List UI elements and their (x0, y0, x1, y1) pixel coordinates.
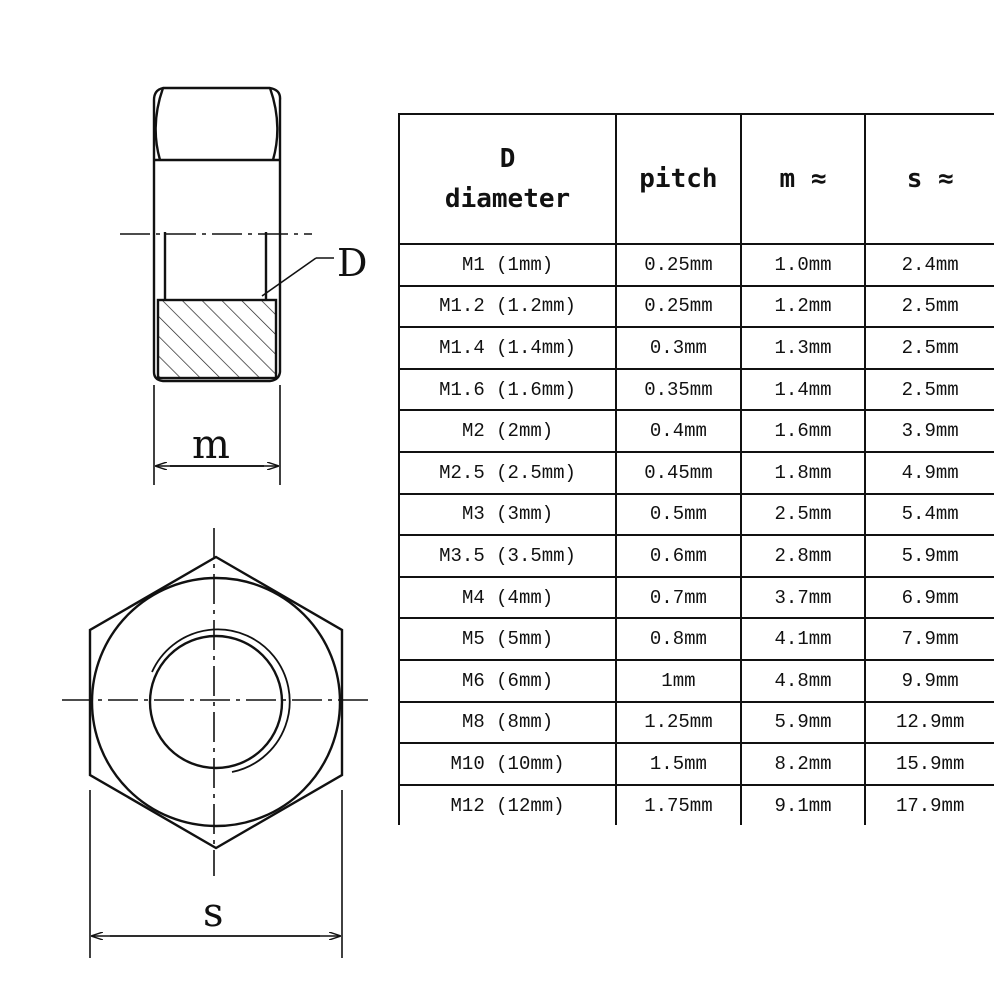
cell-m: 1.0mm (739, 243, 867, 287)
cell-pitch: 1.5mm (615, 742, 742, 786)
cell-pitch: 0.8mm (615, 617, 742, 661)
cell-s: 3.9mm (864, 409, 994, 453)
header-m: m ≈ (739, 113, 867, 245)
cell-diameter: M12 (12mm) (397, 783, 618, 826)
cell-m: 4.8mm (739, 658, 867, 703)
header-s: s ≈ (864, 113, 994, 245)
cell-s: 7.9mm (864, 617, 994, 661)
cell-s: 5.9mm (864, 534, 994, 578)
nut-side-outline (152, 86, 282, 383)
nut-side-view (120, 86, 334, 383)
cell-diameter: M1.6 (1.6mm) (397, 367, 618, 412)
cell-s: 2.4mm (864, 243, 994, 287)
cell-pitch: 1mm (615, 658, 742, 703)
cell-s: 6.9mm (864, 575, 994, 620)
cell-diameter: M1.2 (1.2mm) (397, 284, 618, 329)
cell-pitch: 0.3mm (615, 326, 742, 370)
cell-m: 3.7mm (739, 575, 867, 620)
cell-pitch: 0.5mm (615, 492, 742, 537)
nut-side-chamfer-curve-right (268, 87, 279, 161)
cell-s: 4.9mm (864, 450, 994, 495)
cell-s: 17.9mm (864, 783, 994, 826)
cell-diameter: M3 (3mm) (397, 492, 618, 537)
s-dimension (89, 790, 343, 958)
header-diameter-line2: diameter (444, 184, 571, 214)
d-leader-line (261, 257, 317, 297)
cell-s: 12.9mm (864, 700, 994, 745)
cell-diameter: M10 (10mm) (397, 742, 618, 786)
cell-m: 4.1mm (739, 617, 867, 661)
cell-diameter: M6 (6mm) (397, 658, 618, 703)
header-diameter-line1: D (499, 144, 516, 174)
cell-m: 1.8mm (739, 450, 867, 495)
nut-top-thread-arc (151, 628, 291, 773)
cell-pitch: 1.75mm (615, 783, 742, 826)
cell-diameter: M2.5 (2.5mm) (397, 450, 618, 495)
cell-m: 2.8mm (739, 534, 867, 578)
cell-pitch: 0.7mm (615, 575, 742, 620)
cell-diameter: M1 (1mm) (397, 243, 618, 287)
cell-pitch: 0.45mm (615, 450, 742, 495)
m-dimension (153, 385, 281, 485)
nut-top-view (62, 528, 374, 876)
cell-s: 5.4mm (864, 492, 994, 537)
cell-s: 2.5mm (864, 367, 994, 412)
header-pitch: pitch (615, 113, 742, 245)
cell-pitch: 0.6mm (615, 534, 742, 578)
cell-m: 2.5mm (739, 492, 867, 537)
table-header-row: D diameter pitch m ≈ s ≈ (397, 113, 994, 245)
cell-m: 1.2mm (739, 284, 867, 329)
cell-s: 15.9mm (864, 742, 994, 786)
cell-m: 8.2mm (739, 742, 867, 786)
nut-technical-drawing: D m s (62, 86, 374, 958)
cell-diameter: M8 (8mm) (397, 700, 618, 745)
cell-m: 1.6mm (739, 409, 867, 453)
cell-diameter: M4 (4mm) (397, 575, 618, 620)
cell-m: 9.1mm (739, 783, 867, 826)
cell-diameter: M5 (5mm) (397, 617, 618, 661)
cell-m: 1.4mm (739, 367, 867, 412)
cell-pitch: 0.25mm (615, 243, 742, 287)
cell-diameter: M3.5 (3.5mm) (397, 534, 618, 578)
nut-side-hatched-section (156, 298, 278, 380)
nut-side-chamfer-curve-left (154, 87, 165, 161)
cell-s: 9.9mm (864, 658, 994, 703)
header-diameter: D diameter (397, 113, 618, 245)
cell-s: 2.5mm (864, 326, 994, 370)
label-d: D (337, 241, 367, 285)
cell-pitch: 1.25mm (615, 700, 742, 745)
cell-m: 1.3mm (739, 326, 867, 370)
cell-m: 5.9mm (739, 700, 867, 745)
nut-top-outer-circle (90, 576, 342, 828)
cell-s: 2.5mm (864, 284, 994, 329)
nut-top-hexagon (88, 555, 344, 850)
cell-pitch: 0.25mm (615, 284, 742, 329)
cell-pitch: 0.35mm (615, 367, 742, 412)
nut-top-bore-circle (148, 634, 284, 770)
label-m: m (192, 422, 230, 468)
cell-pitch: 0.4mm (615, 409, 742, 453)
label-s: s (203, 890, 224, 936)
cell-diameter: M1.4 (1.4mm) (397, 326, 618, 370)
cell-diameter: M2 (2mm) (397, 409, 618, 453)
